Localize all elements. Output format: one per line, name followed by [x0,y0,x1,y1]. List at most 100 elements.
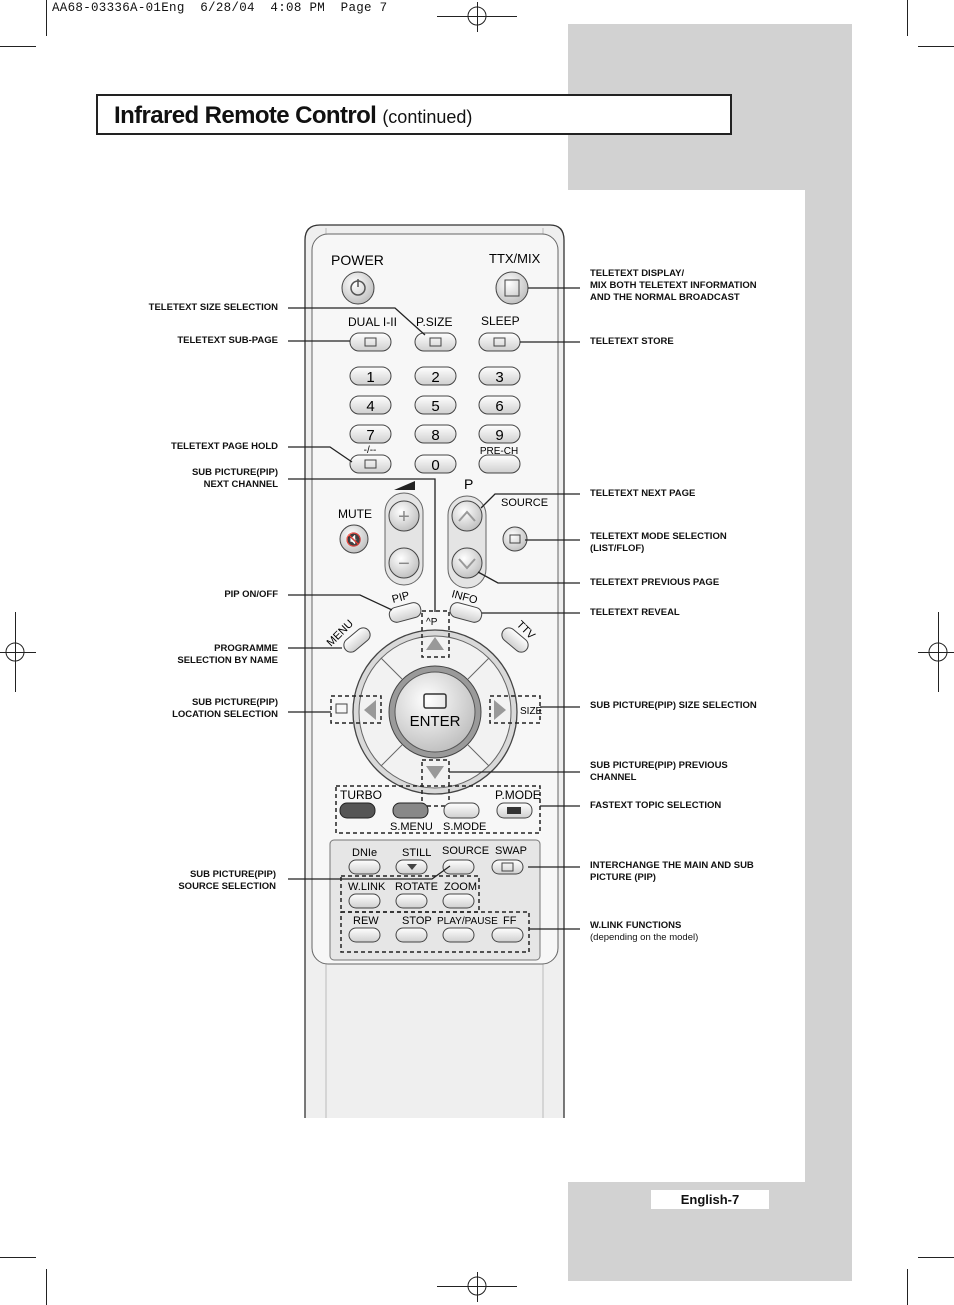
label-pip-location: SUB PICTURE(PIP) LOCATION SELECTION [172,697,278,720]
label-programme-selection: PROGRAMME SELECTION BY NAME [177,643,278,666]
rew-button[interactable] [348,927,381,943]
dnie-button[interactable] [348,859,381,875]
sleep-label: SLEEP [481,314,520,328]
pmode-label: P.MODE [495,788,541,802]
label-teletext-display: TELETEXT DISPLAY/ MIX BOTH TELETEXT INFO… [590,268,757,303]
sleep-button[interactable] [478,332,521,352]
digit-7-button[interactable]: 7 [349,424,392,444]
channel-down-button[interactable] [451,547,483,579]
dpad-left-arrow-icon[interactable] [364,700,376,720]
minus-icon: − [398,553,410,575]
ff-button[interactable] [491,927,524,943]
still-label: STILL [402,847,431,859]
channel-up-button[interactable] [451,500,483,532]
label-teletext-subpage: TELETEXT SUB-PAGE [177,335,278,346]
ttx-mix-label: TTX/MIX [489,251,541,266]
playpause-button[interactable] [442,927,475,943]
digit-6-button[interactable]: 6 [478,395,521,415]
smenu-button[interactable] [392,802,429,819]
digit-8-button[interactable]: 8 [414,424,457,444]
digit-4: 4 [366,398,374,415]
digit-1-button[interactable]: 1 [349,366,392,386]
info-button[interactable] [448,601,483,624]
speaker-muted-icon: 🔇 [346,532,362,547]
dash-label: -/-- [364,445,377,456]
psize-button[interactable] [414,332,457,352]
title-box: Infrared Remote Control (continued) [96,94,732,135]
digit-2: 2 [431,369,439,386]
prech-button[interactable] [478,454,521,474]
pmode-button[interactable] [496,802,533,819]
size-label: SIZE [520,706,543,717]
source2-label: SOURCE [442,845,489,857]
enter-button[interactable]: ENTER [388,665,482,759]
digit-9-button[interactable]: 9 [478,424,521,444]
zoom-label: ZOOM [444,881,477,893]
digit-8: 8 [431,427,439,444]
rotate-button[interactable] [395,893,428,909]
digit-0: 0 [431,457,439,474]
grey-band-right [805,24,852,1281]
power-label: POWER [331,252,384,268]
source-label: SOURCE [501,497,548,509]
smode-label: S.MODE [443,821,486,833]
dnie-label: DNIe [352,847,377,859]
label-teletext-store: TELETEXT STORE [590,336,674,347]
swap-button[interactable] [491,859,524,875]
rotate-label: ROTATE [395,881,438,893]
stop-button[interactable] [395,927,428,943]
digit-5: 5 [431,398,439,415]
turbo-button[interactable] [339,802,376,819]
page-number: English-7 [651,1190,769,1209]
volume-up-button[interactable]: + [388,500,420,532]
wlink-functions-title: W.LINK FUNCTIONS [590,920,682,931]
label-pip-source: SUB PICTURE(PIP) SOURCE SELECTION [178,869,276,892]
digit-6: 6 [495,398,503,415]
label-wlink-functions: W.LINK FUNCTIONS (depending on the model… [590,920,698,944]
dash-button[interactable] [349,454,392,474]
playpause-label: PLAY/PAUSE [437,916,498,927]
dual-button[interactable] [349,332,392,352]
menu-button[interactable] [341,625,373,655]
source2-button[interactable] [442,859,475,875]
p-label: P [464,476,473,492]
label-pip-previous-channel: SUB PICTURE(PIP) PREVIOUS CHANNEL [590,760,728,783]
digit-4-button[interactable]: 4 [349,395,392,415]
dpad-right-arrow-icon[interactable] [494,700,506,720]
digit-3-button[interactable]: 3 [478,366,521,386]
power-button[interactable]: POWER [331,252,384,305]
digit-1: 1 [366,369,374,386]
ff-label: FF [503,915,517,927]
dpad-down-arrow-icon[interactable] [426,766,444,779]
smode-button[interactable] [443,802,480,819]
plus-icon: + [398,506,410,528]
source-button[interactable] [502,526,528,552]
dual-label: DUAL I-II [348,315,397,329]
wlink-button[interactable] [348,893,381,909]
prech-label: PRE-CH [480,446,518,457]
digit-5-button[interactable]: 5 [414,395,457,415]
enter-label: ENTER [410,713,461,730]
turbo-label: TURBO [340,788,382,802]
stop-label: STOP [402,915,432,927]
label-pip-onoff: PIP ON/OFF [224,589,278,600]
ttx-mix-button[interactable]: TTX/MIX [489,251,541,305]
label-teletext-size: TELETEXT SIZE SELECTION [148,302,278,313]
label-pip-next-channel: SUB PICTURE(PIP) NEXT CHANNEL [191,467,278,490]
zoom-button[interactable] [442,893,475,909]
dpad-up-arrow-icon[interactable] [426,637,444,650]
smenu-label: S.MENU [390,821,433,833]
label-interchange: INTERCHANGE THE MAIN AND SUB PICTURE (PI… [590,860,754,883]
label-teletext-reveal: TELETEXT REVEAL [590,607,680,618]
digit-0-button[interactable]: 0 [414,454,457,474]
digit-2-button[interactable]: 2 [414,366,457,386]
label-teletext-previous-page: TELETEXT PREVIOUS PAGE [590,577,720,588]
mute-button[interactable]: 🔇 [339,524,369,554]
pip-button[interactable] [388,601,423,624]
ttv-button[interactable] [499,625,531,655]
volume-down-button[interactable]: − [388,547,420,579]
digit-7: 7 [366,427,374,444]
callout-lines [288,287,580,930]
still-button[interactable] [395,859,428,875]
